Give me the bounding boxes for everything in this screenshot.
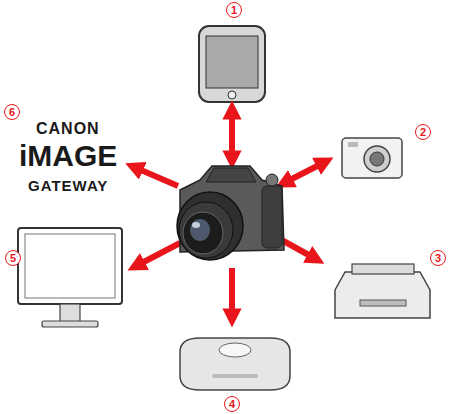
- printer-slot: [360, 300, 406, 306]
- printer-body: [335, 272, 430, 318]
- home-button: [228, 91, 236, 99]
- dslr-lens-ring: [179, 202, 233, 258]
- dslr-dial: [266, 174, 278, 186]
- compact-camera-flash: [348, 142, 358, 147]
- dslr-lens-glass: [190, 219, 210, 241]
- monitor-neck: [60, 304, 80, 322]
- connect-station-body: [180, 338, 290, 390]
- callout-circle: 3: [430, 250, 446, 266]
- dslr-lens-front: [183, 212, 223, 254]
- callout-number: 4: [229, 399, 235, 410]
- arrow: [229, 110, 235, 160]
- arrow: [136, 243, 180, 266]
- compact-camera-lens: [364, 146, 390, 172]
- callout-number: 3: [435, 253, 441, 264]
- arrow: [134, 167, 178, 186]
- printer-tray: [352, 264, 414, 274]
- compact-camera-glass: [370, 152, 384, 166]
- arrow: [229, 268, 235, 318]
- callout-circle: 2: [415, 124, 431, 140]
- callout-number: 5: [10, 253, 16, 264]
- callout-circle: 4: [224, 396, 240, 412]
- dslr-lens-glint: [192, 222, 200, 228]
- compact-camera-body: [342, 138, 402, 178]
- callout-number: 1: [231, 5, 237, 16]
- monitor-screen: [25, 234, 115, 298]
- callout-number: 6: [9, 107, 15, 118]
- smartphone-screen: [206, 36, 258, 88]
- dslr-grip: [262, 186, 282, 248]
- logo-text: CANON: [36, 121, 100, 137]
- connect-station-pad: [219, 343, 251, 357]
- smartphone-body: [199, 26, 265, 102]
- callout-circle: 1: [226, 2, 242, 18]
- logo-text: GATEWAY: [28, 178, 108, 193]
- callout-circle: 5: [5, 250, 21, 266]
- dslr-lens-barrel: [177, 192, 243, 260]
- monitor-stand: [42, 321, 98, 327]
- logo-text: iMAGE: [19, 141, 117, 171]
- arrow: [284, 162, 325, 183]
- callout-number: 2: [420, 127, 426, 138]
- monitor-frame: [18, 228, 122, 304]
- callout-circle: 6: [4, 104, 20, 120]
- connect-station-slot: [212, 374, 258, 378]
- dslr-prism: [206, 168, 256, 182]
